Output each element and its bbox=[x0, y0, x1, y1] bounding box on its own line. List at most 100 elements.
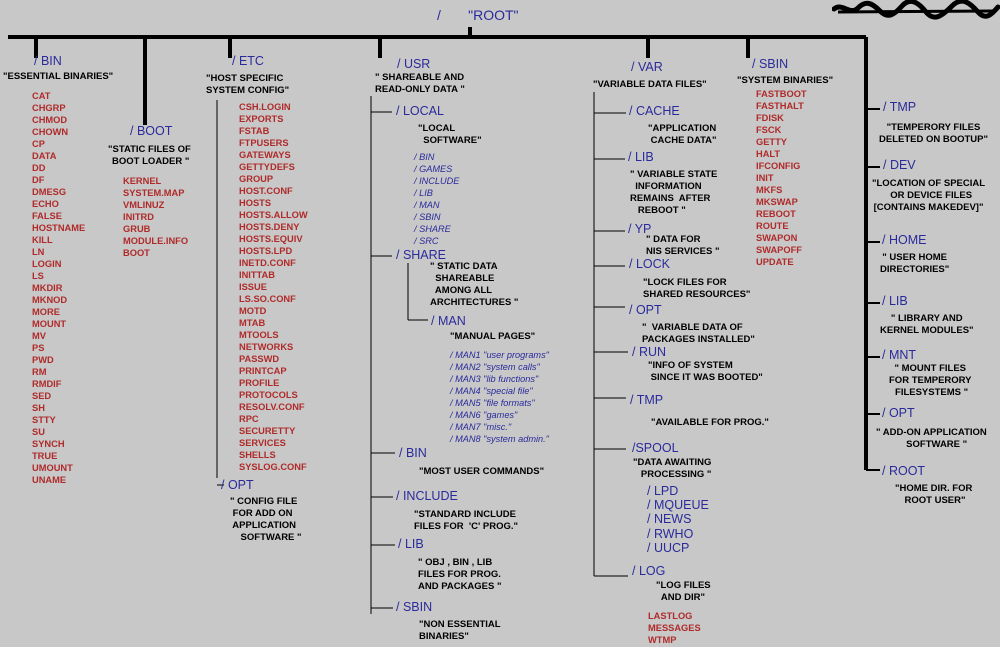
etc-file-item: SECURETTY bbox=[239, 426, 296, 436]
sbin-file-item: MKSWAP bbox=[756, 197, 798, 207]
etc-file-item: HOST.CONF bbox=[239, 186, 293, 196]
var-dir-label: / VAR bbox=[631, 60, 663, 74]
bin-file-item: CHMOD bbox=[32, 115, 68, 125]
local-subdir-item: / GAMES bbox=[414, 164, 453, 174]
local-subdir-item: / MAN bbox=[414, 200, 440, 210]
usr-sbin-desc: "NON ESSENTIAL BINARIES" bbox=[419, 619, 501, 642]
etc-file-item: SERVICES bbox=[239, 438, 286, 448]
man-section-item: / MAN5 "file formats" bbox=[450, 398, 535, 408]
bin-file-item: FALSE bbox=[32, 211, 62, 221]
boot-file-item: GRUB bbox=[123, 224, 151, 234]
man-section-item: / MAN4 "special file" bbox=[450, 386, 533, 396]
bin-file-item: CP bbox=[32, 139, 45, 149]
etc-file-item: PROFILE bbox=[239, 378, 280, 388]
etc-file-item: HOSTS.LPD bbox=[239, 246, 293, 256]
sbin-file-item: HALT bbox=[756, 149, 781, 159]
usr-lib-desc: " OBJ , BIN , LIB FILES FOR PROG. AND PA… bbox=[418, 557, 502, 592]
spool-subdir-item: / RWHO bbox=[647, 526, 694, 541]
etc-file-item: GETTYDEFS bbox=[239, 162, 295, 172]
var-yp-label: / YP bbox=[628, 222, 652, 236]
var-log-desc: "LOG FILES AND DIR" bbox=[656, 580, 711, 603]
log-file-item: MESSAGES bbox=[648, 623, 701, 633]
sbin-file-item: FASTHALT bbox=[756, 101, 804, 111]
right-dir-label: / DEV bbox=[883, 158, 916, 172]
bin-file-item: CHOWN bbox=[32, 127, 69, 137]
usr-local-subdirs: / BIN/ GAMES/ INCLUDE/ LIB/ MAN/ SBIN/ S… bbox=[414, 151, 459, 247]
right-dir-desc: "LOCATION OF SPECIAL OR DEVICE FILES [CO… bbox=[872, 178, 986, 213]
usr-share-label: / SHARE bbox=[396, 248, 447, 262]
right-dir-desc: " USER HOME DIRECTORIES" bbox=[880, 252, 950, 275]
boot-file-item: KERNEL bbox=[123, 176, 162, 186]
var-spool-label: /SPOOL bbox=[632, 441, 679, 455]
bin-file-item: KILL bbox=[32, 235, 53, 245]
bin-file-item: DATA bbox=[32, 151, 57, 161]
bin-file-item: STTY bbox=[32, 415, 56, 425]
bin-file-item: DMESG bbox=[32, 187, 67, 197]
usr-man-desc: "MANUAL PAGES" bbox=[450, 331, 536, 342]
bin-file-item: ECHO bbox=[32, 199, 59, 209]
etc-file-item: GROUP bbox=[239, 174, 274, 184]
bin-file-item: SED bbox=[32, 391, 52, 401]
spool-subdir-item: / LPD bbox=[647, 484, 679, 498]
man-section-item: / MAN8 "system admin." bbox=[450, 434, 549, 444]
local-subdir-item: / SBIN bbox=[414, 212, 441, 222]
var-spool-subdirs: / LPD/ MQUEUE/ NEWS/ RWHO/ UUCP bbox=[647, 484, 709, 555]
bin-file-item: SU bbox=[32, 427, 45, 437]
spool-subdir-item: / NEWS bbox=[647, 512, 692, 527]
signature-scribble bbox=[832, 0, 1000, 20]
sbin-file-item: FSCK bbox=[756, 125, 782, 135]
bin-file-item: MV bbox=[32, 331, 46, 341]
bin-file-item: LS bbox=[32, 271, 44, 281]
etc-file-item: RESOLV.CONF bbox=[239, 402, 305, 412]
bin-file-item: PWD bbox=[32, 355, 54, 365]
sbin-dir-label: / SBIN bbox=[752, 57, 789, 71]
local-subdir-item: / INCLUDE bbox=[414, 176, 460, 186]
sbin-file-item: FDISK bbox=[756, 113, 784, 123]
usr-bin-label: / BIN bbox=[399, 446, 427, 460]
usr-local-label: / LOCAL bbox=[396, 104, 444, 118]
sbin-file-item: FASTBOOT bbox=[756, 89, 807, 99]
bin-file-item: RMDIF bbox=[32, 379, 62, 389]
log-file-item: WTMP bbox=[648, 635, 677, 645]
sbin-file-item: REBOOT bbox=[756, 209, 796, 219]
bin-file-item: PS bbox=[32, 343, 45, 353]
spool-subdir-item: / UUCP bbox=[647, 540, 690, 555]
etc-opt-label: / OPT bbox=[221, 478, 254, 492]
right-dir-desc: "TEMPERORY FILES DELETED ON BOOTUP" bbox=[879, 122, 989, 145]
sbin-file-item: SWAPOFF bbox=[756, 245, 802, 255]
local-subdir-item: / LIB bbox=[414, 188, 433, 198]
usr-include-label: / INCLUDE bbox=[396, 489, 458, 503]
var-lock-desc: "LOCK FILES FOR SHARED RESOURCES" bbox=[643, 277, 751, 300]
log-file-item: LASTLOG bbox=[648, 611, 693, 621]
usr-lib-label: / LIB bbox=[398, 537, 424, 551]
right-dir-desc: " ADD-ON APPLICATION SOFTWARE " bbox=[876, 427, 987, 450]
bin-file-item: TRUE bbox=[32, 451, 58, 461]
var-cache-desc: "APPLICATION CACHE DATA" bbox=[648, 123, 717, 146]
sbin-file-item: SWAPON bbox=[756, 233, 798, 243]
boot-desc: "STATIC FILES OF BOOT LOADER " bbox=[108, 144, 191, 167]
usr-share-desc: " STATIC DATA SHAREABLE AMONG ALL ARCHIT… bbox=[430, 261, 519, 308]
var-cache-label: / CACHE bbox=[629, 104, 680, 118]
var-opt-desc: " VARIABLE DATA OF PACKAGES INSTALLED" bbox=[642, 322, 755, 345]
var-run-label: / RUN bbox=[632, 345, 667, 359]
usr-local-desc: "LOCAL SOFTWARE" bbox=[418, 123, 482, 146]
var-opt-label: / OPT bbox=[629, 303, 662, 317]
bin-file-item: DD bbox=[32, 163, 46, 173]
right-dir-desc: " LIBRARY AND KERNEL MODULES" bbox=[880, 313, 974, 336]
etc-file-item: HOSTS bbox=[239, 198, 272, 208]
right-dir-label: / OPT bbox=[882, 406, 915, 420]
usr-man-sections: / MAN1 "user programs"/ MAN2 "system cal… bbox=[450, 349, 549, 445]
etc-file-item: FTPUSERS bbox=[239, 138, 289, 148]
etc-file-item: ISSUE bbox=[239, 282, 267, 292]
etc-file-item: MOTD bbox=[239, 306, 267, 316]
etc-opt-desc: " CONFIG FILE FOR ADD ON APPLICATION SOF… bbox=[230, 496, 302, 543]
bin-file-item: MOUNT bbox=[32, 319, 67, 329]
etc-file-item: PASSWD bbox=[239, 354, 280, 364]
man-section-item: / MAN2 "system calls" bbox=[450, 362, 540, 372]
man-section-item: / MAN7 "misc." bbox=[450, 422, 512, 432]
local-subdir-item: / SRC bbox=[414, 236, 439, 246]
